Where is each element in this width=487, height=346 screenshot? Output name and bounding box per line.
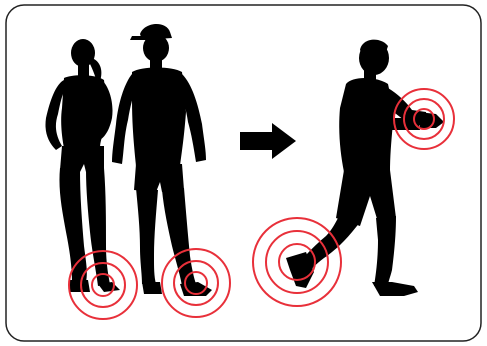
diagram-canvas [0,0,487,346]
